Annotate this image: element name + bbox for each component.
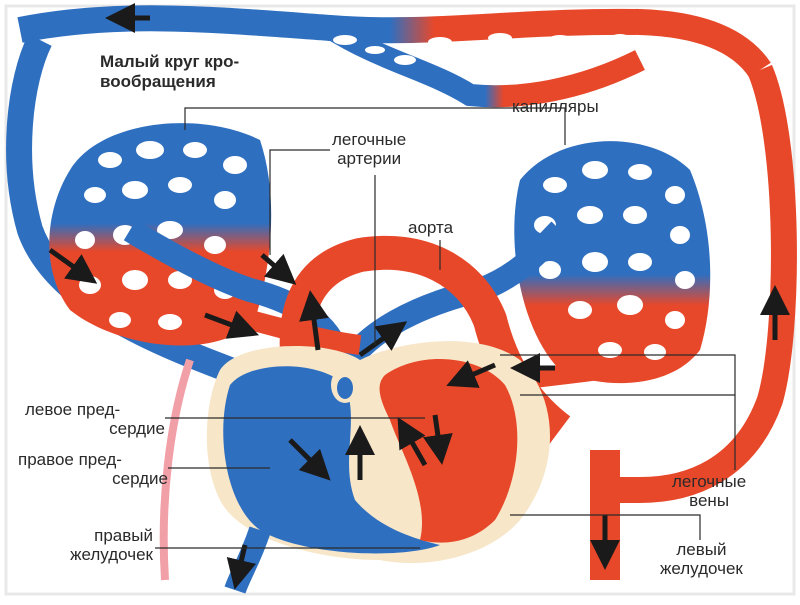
label-pulmonary-arteries-line-2: артерии — [337, 149, 402, 168]
label-capillaries: капилляры — [512, 97, 599, 116]
label-left-atrium-line-1: левое пред- — [25, 400, 121, 419]
right-lung-capillaries — [514, 141, 711, 384]
inferior-vena-cava — [224, 526, 271, 594]
arrow-pulm-left — [260, 253, 297, 285]
label-pulmonary-veins: легочные вены — [672, 472, 746, 510]
right-artery-loop — [605, 64, 797, 503]
label-right-atrium: правое пред- сердие — [18, 450, 168, 488]
arrow-ra-rv — [288, 438, 331, 481]
flow-arrows — [48, 3, 790, 590]
label-pulmonary-arteries-line-1: легочные — [332, 130, 407, 149]
label-left-ventricle: левый желудочек — [660, 540, 743, 578]
diagram-title: Малый круг кро- вообращения — [100, 52, 239, 92]
label-pulmonary-veins-line-2: вены — [689, 491, 730, 510]
title-line-2: вообращения — [100, 72, 216, 91]
top-capillary-band — [17, 5, 771, 108]
arrow-pulm-vein-right — [446, 360, 496, 388]
arrow-pulm-right — [358, 321, 408, 358]
leader-pulm-veins-1 — [500, 354, 736, 470]
arrow-ivc — [226, 544, 257, 590]
label-aorta: аорта — [408, 218, 454, 237]
leader-left-ventricle — [510, 514, 701, 540]
leader-pulm-arteries-left — [269, 149, 330, 255]
right-heart — [223, 366, 440, 554]
label-right-ventricle-line-1: правый — [94, 526, 153, 545]
leader-lines — [155, 107, 736, 549]
title-line-1: Малый круг кро- — [100, 52, 240, 71]
leader-capillaries-right — [510, 107, 566, 145]
label-right-ventricle-line-2: желудочек — [70, 545, 153, 564]
label-right-atrium-line-2: сердие — [112, 469, 168, 488]
arrow-left-vein — [48, 247, 98, 284]
pink-vessel — [159, 358, 194, 581]
label-left-ventricle-line-2: желудочек — [660, 559, 743, 578]
arrow-lv-up — [397, 416, 428, 467]
label-left-ventricle-line-1: левый — [676, 540, 727, 559]
label-left-atrium-line-2: сердие — [109, 419, 165, 438]
label-right-ventricle: правый желудочек — [25, 526, 153, 564]
leader-capillaries-left — [184, 107, 510, 130]
label-right-atrium-line-1: правое пред- — [18, 450, 122, 469]
arrow-aorta-up — [299, 290, 329, 351]
label-left-atrium: левое пред- сердие — [25, 400, 165, 438]
label-pulmonary-arteries: легочные артерии — [332, 130, 406, 168]
arrow-la-lv — [423, 414, 453, 465]
label-pulmonary-veins-line-1: легочные — [672, 472, 747, 491]
arrow-pulm-vein-left — [204, 310, 260, 339]
